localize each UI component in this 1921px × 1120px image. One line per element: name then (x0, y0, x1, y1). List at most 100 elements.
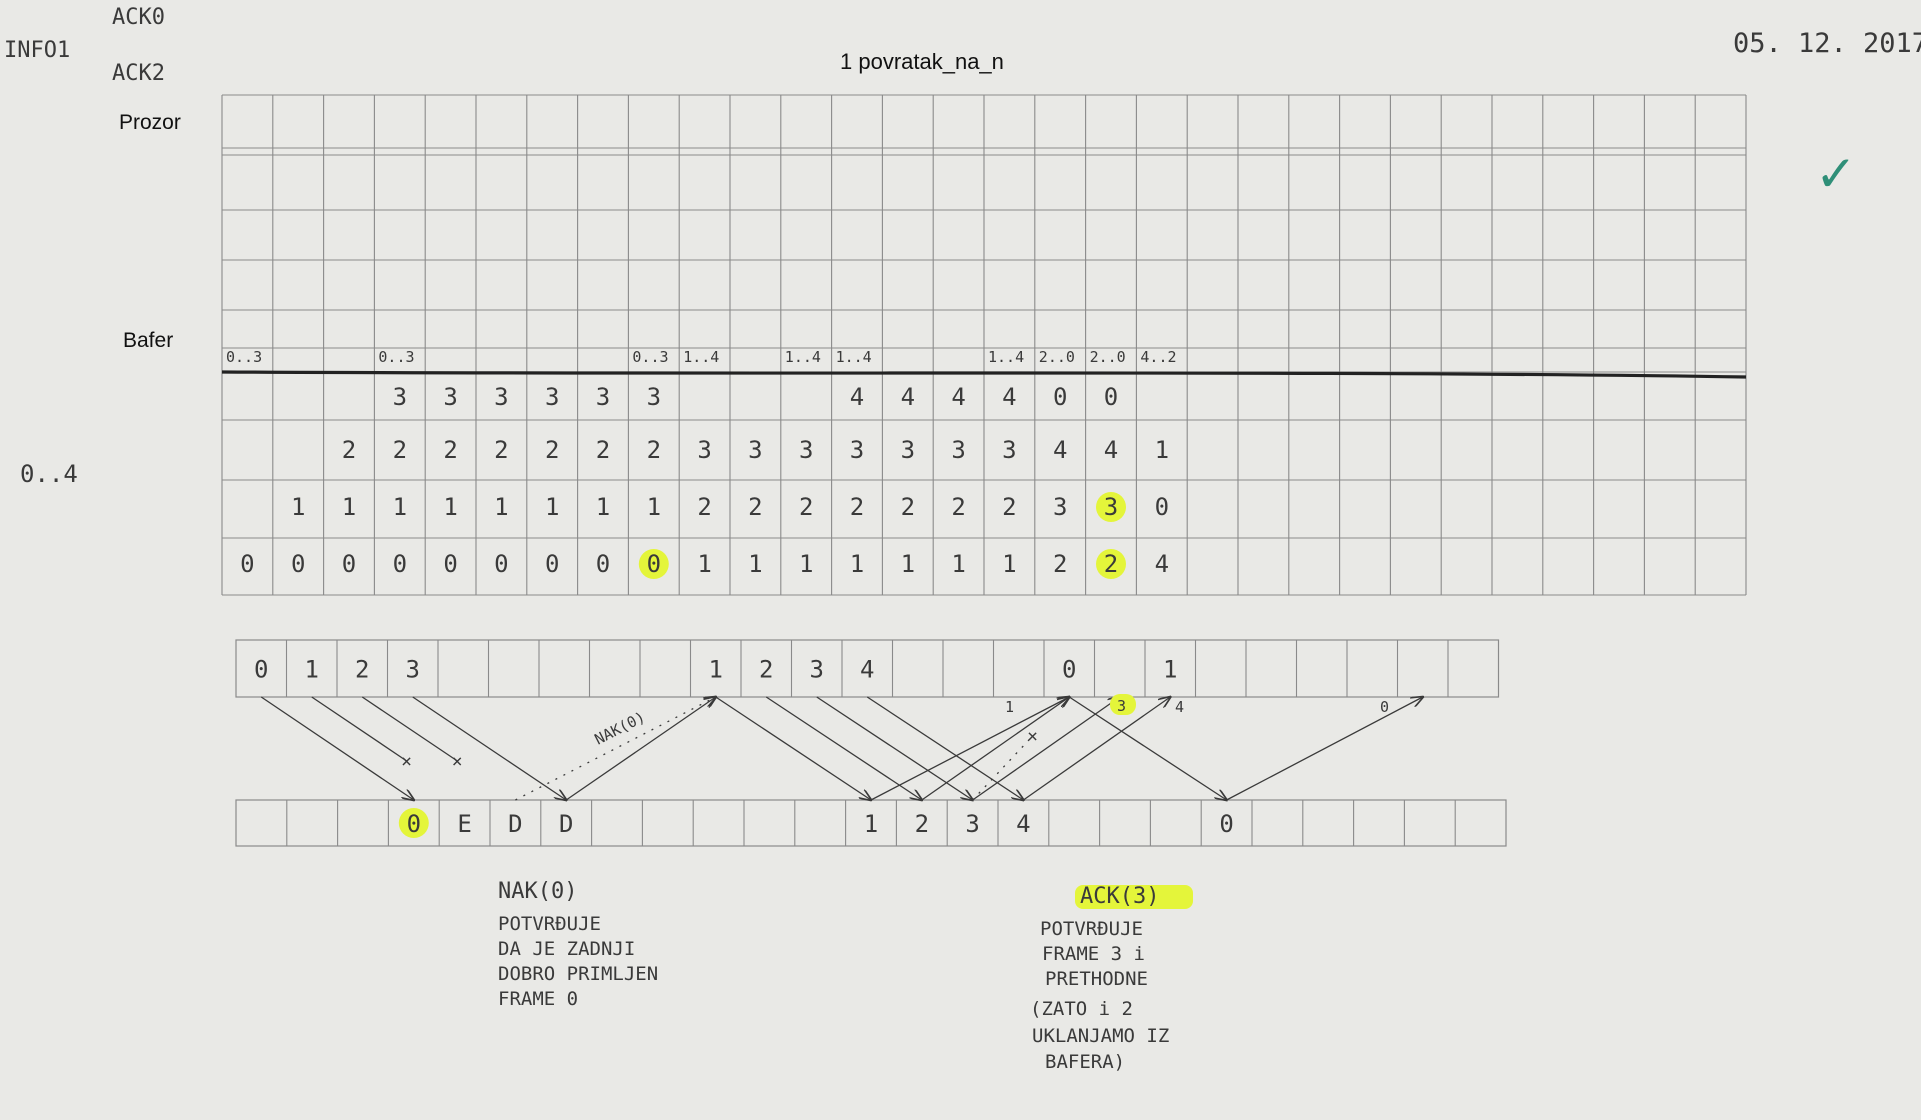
receiver-frame: 4 (1016, 810, 1030, 838)
buffer-cell: 2 (901, 493, 915, 521)
sequence-range-label: 0..4 (20, 460, 78, 488)
ack-note-line: (ZATO i 2 (1030, 998, 1133, 1020)
transmission-arrows: ××× (260, 696, 1423, 801)
buffer-cell: 2 (342, 436, 356, 464)
ack-note-line: POTVRĐUJE (1040, 918, 1143, 940)
highlight-marker (398, 808, 429, 838)
buffer-cell: 3 (647, 383, 661, 411)
buffer-cell: 1 (951, 550, 965, 578)
arrow-label-nak0: NAK(0) (592, 708, 648, 749)
ack-note-line: ACK(3) (1080, 884, 1159, 909)
sender-frame: 3 (406, 656, 420, 684)
buffer-cell: 2 (494, 436, 508, 464)
ack-note-highlight (1075, 885, 1193, 909)
buffer-range-label: 0..3 (632, 348, 668, 366)
buffer-cell: 4 (1053, 436, 1067, 464)
buffer-cell: 0 (1053, 383, 1067, 411)
buffer-cell: 3 (1053, 493, 1067, 521)
sender-frame: 0 (1062, 656, 1076, 684)
buffer-range-label: 2..0 (1090, 348, 1126, 366)
arrow-label-3: 3 (1117, 697, 1126, 715)
frame-arrow (870, 697, 1069, 801)
frame-arrow (260, 696, 414, 800)
frame-arrow (1068, 696, 1226, 800)
buffer-cell: 0 (596, 550, 610, 578)
buffer-cell: 1 (596, 493, 610, 521)
corner-label-ack2: ACK2 (112, 61, 165, 86)
buffer-cell: 4 (951, 383, 965, 411)
buffer-cell: 1 (697, 550, 711, 578)
nak-note-line: DOBRO PRIMLJEN (498, 963, 658, 985)
nak-note: NAK(0) POTVRĐUJE DA JE ZADNJI DOBRO PRIM… (498, 879, 658, 1010)
buffer-divider (221, 370, 1747, 379)
buffer-cell: 1 (850, 550, 864, 578)
lost-frame-arrow (311, 696, 407, 762)
buffer-cell: 1 (494, 493, 508, 521)
arrow-label-4: 4 (1175, 698, 1184, 716)
buffer-range-label: 1..4 (785, 348, 821, 366)
buffer-cell: 3 (697, 436, 711, 464)
buffer-cell: 1 (342, 493, 356, 521)
receiver-frame: 3 (965, 810, 979, 838)
buffer-cell: 0 (342, 550, 356, 578)
buffer-range-label: 4..2 (1140, 348, 1176, 366)
buffer-cell: 4 (1002, 383, 1016, 411)
buffer-cell: 1 (1002, 550, 1016, 578)
window-label: Prozor (119, 111, 181, 134)
highlight-marker (638, 549, 669, 579)
sender-frame: 0 (254, 656, 268, 684)
buffer-cell: 2 (393, 436, 407, 464)
buffer-cell: 0 (545, 550, 559, 578)
ack-note-line: PRETHODNE (1045, 968, 1148, 990)
frame-arrow (816, 696, 973, 800)
frame-arrow (765, 696, 922, 800)
buffer-cell: 0 (494, 550, 508, 578)
buffer-cell: 3 (951, 436, 965, 464)
sender-frame: 1 (305, 656, 319, 684)
buffer-cell: 0 (393, 550, 407, 578)
frame-arrow (515, 697, 715, 801)
receiver-frame: 1 (864, 810, 878, 838)
buffer-cell: 1 (443, 493, 457, 521)
buffer-cell: 1 (1155, 436, 1169, 464)
nak-note-line: NAK(0) (498, 879, 577, 904)
buffer-cell: 2 (951, 493, 965, 521)
arrow-label-1: 1 (1005, 698, 1014, 716)
ack-note-line: BAFERA) (1045, 1051, 1125, 1073)
arrow-label-3-highlight (1110, 694, 1136, 715)
buffer-cell: 3 (1002, 436, 1016, 464)
lost-frame-arrow (972, 735, 1033, 801)
lost-marker: × (401, 751, 412, 772)
arrow-label-0: 0 (1380, 698, 1389, 716)
sender-frame: 1 (1163, 656, 1177, 684)
buffer-cell: 2 (647, 436, 661, 464)
buffer-cell: 3 (748, 436, 762, 464)
buffer-cell: 2 (596, 436, 610, 464)
ack-note-line: FRAME 3 i (1042, 943, 1145, 965)
buffer-cell: 0 (1155, 493, 1169, 521)
buffer-cell: 1 (291, 493, 305, 521)
sender-frame: 2 (759, 656, 773, 684)
frame-arrow (565, 697, 716, 801)
buffer-cell: 2 (443, 436, 457, 464)
frame-arrow (921, 697, 1069, 801)
lost-marker: × (452, 751, 463, 772)
buffer-cell: 3 (901, 436, 915, 464)
buffer-cell: 0 (291, 550, 305, 578)
lost-frame-arrow (361, 696, 458, 762)
nak-note-line: DA JE ZADNJI (498, 938, 635, 960)
buffer-range-label: 0..3 (226, 348, 262, 366)
window-buffer-grid (221, 94, 1747, 596)
receiver-frame: 0 (1219, 810, 1233, 838)
receiver-frame: D (559, 810, 573, 838)
corner-label-ack0: ACK0 (112, 5, 165, 30)
buffer-cell: 1 (545, 493, 559, 521)
frame-arrow (412, 696, 566, 800)
buffer-cell: 1 (748, 550, 762, 578)
date-label: 05. 12. 2017. (1733, 28, 1921, 59)
buffer-range-label: 2..0 (1039, 348, 1075, 366)
buffer-cell: 3 (443, 383, 457, 411)
